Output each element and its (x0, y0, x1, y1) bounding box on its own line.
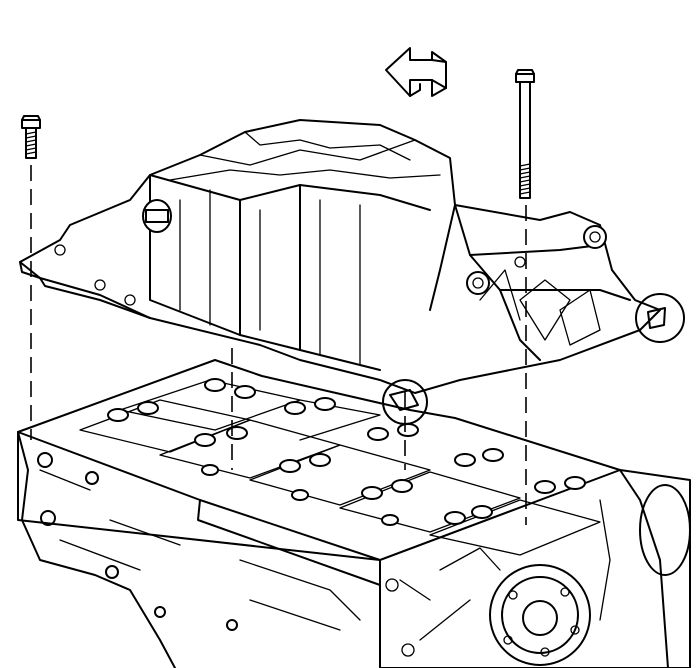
oil-pan (19, 119, 661, 394)
crankshaft-flange (489, 564, 591, 666)
bearing-cap-bolts (107, 378, 586, 526)
direction-arrow-icon (385, 47, 447, 97)
oil-pan-bolt-right (515, 69, 535, 199)
engine-block (17, 359, 691, 668)
drain-plug (142, 199, 172, 233)
detail-circle-rear (635, 293, 685, 343)
alignment-lines (30, 165, 527, 525)
oil-pan-bolt-left (21, 115, 41, 159)
